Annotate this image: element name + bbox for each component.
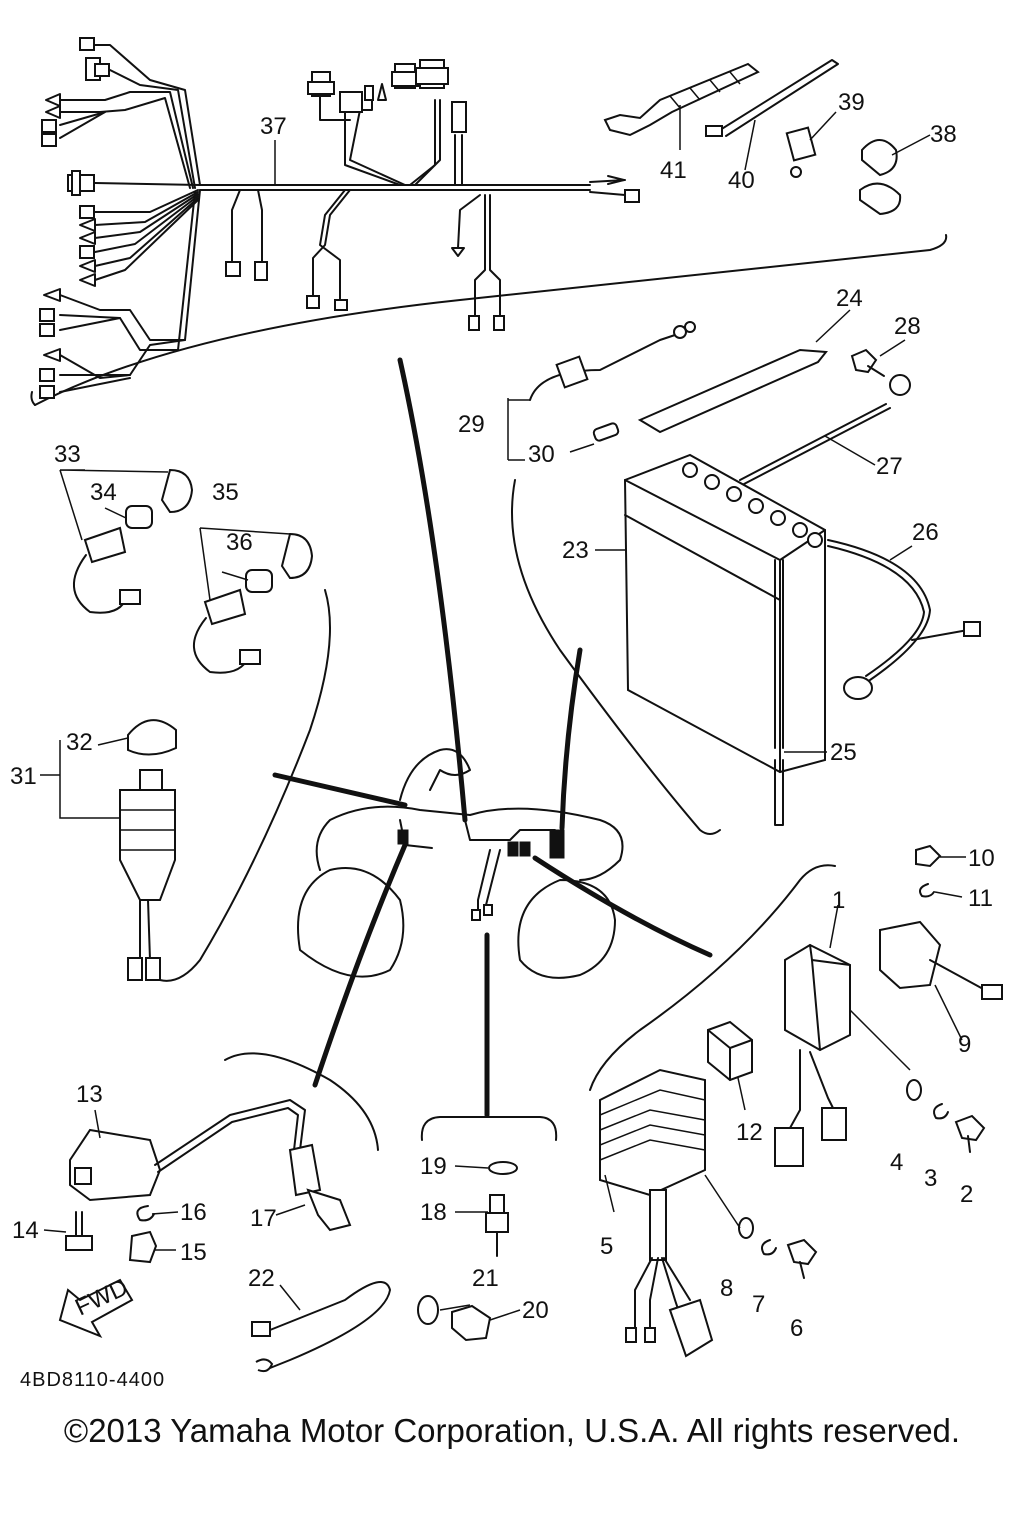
part-40-cable-tie xyxy=(705,59,839,137)
label-30: 30 xyxy=(528,441,555,468)
copyright-notice: ©2013 Yamaha Motor Corporation, U.S.A. A… xyxy=(63,1412,961,1449)
label-35: 35 xyxy=(212,479,239,506)
part-11-washer xyxy=(919,883,935,898)
label-38: 38 xyxy=(930,121,957,148)
label-2: 2 xyxy=(960,1181,973,1208)
part-33-cap-lead xyxy=(72,468,194,614)
label-39: 39 xyxy=(838,89,865,116)
part-15-bolt xyxy=(128,1230,158,1264)
part-30-fuse xyxy=(592,422,620,442)
part-14-bolt xyxy=(65,1211,93,1251)
part-13-ignition-coil xyxy=(69,1099,306,1202)
part-21-washer xyxy=(417,1295,439,1325)
label-19: 19 xyxy=(420,1153,447,1180)
label-22: 22 xyxy=(248,1265,275,1292)
label-6: 6 xyxy=(790,1315,803,1342)
part-28-bolt xyxy=(850,348,885,377)
part-19-washer xyxy=(488,1161,518,1175)
label-37: 37 xyxy=(260,113,287,140)
label-33: 33 xyxy=(54,441,81,468)
label-13: 13 xyxy=(76,1081,103,1108)
label-9: 9 xyxy=(958,1031,971,1058)
label-41: 41 xyxy=(660,157,687,184)
part-41-strap xyxy=(603,62,760,137)
label-23: 23 xyxy=(562,537,589,564)
label-26: 26 xyxy=(912,519,939,546)
part-29-fuse-holder xyxy=(529,321,696,401)
label-11: 11 xyxy=(968,885,993,912)
label-8: 8 xyxy=(720,1275,733,1302)
label-16: 16 xyxy=(180,1199,207,1226)
part-39-clip xyxy=(785,126,817,178)
part-25-breather-hose xyxy=(774,559,784,826)
label-17: 17 xyxy=(250,1205,277,1232)
part-31-main-switch xyxy=(119,769,176,981)
small-hardware-2-8 xyxy=(738,1079,986,1279)
label-12: 12 xyxy=(736,1119,763,1146)
label-15: 15 xyxy=(180,1239,207,1266)
harness-connectors xyxy=(39,37,640,399)
part-16-washer xyxy=(136,1205,155,1222)
label-4: 4 xyxy=(890,1149,903,1176)
part-17-plug-cap xyxy=(288,1143,352,1232)
leader-arrows xyxy=(272,357,713,1118)
label-3: 3 xyxy=(924,1165,937,1192)
label-31: 31 xyxy=(10,763,37,790)
section-dividers xyxy=(30,234,948,1151)
label-24: 24 xyxy=(836,285,863,312)
part-26-lead xyxy=(827,539,981,700)
wire-harness xyxy=(59,44,626,393)
label-1: 1 xyxy=(832,887,845,914)
part-18-spark-plug xyxy=(485,1194,509,1257)
label-18: 18 xyxy=(420,1199,447,1226)
diagram-code: 4BD8110-4400 xyxy=(20,1369,165,1391)
label-28: 28 xyxy=(894,313,921,340)
part-5-rectifier xyxy=(599,1068,714,1358)
label-5: 5 xyxy=(600,1233,613,1260)
leader-lines xyxy=(40,105,966,1321)
label-29: 29 xyxy=(458,411,485,438)
label-36: 36 xyxy=(226,529,253,556)
label-32: 32 xyxy=(66,729,93,756)
label-27: 27 xyxy=(876,453,903,480)
label-21: 21 xyxy=(472,1265,499,1292)
label-20: 20 xyxy=(522,1297,549,1324)
label-25: 25 xyxy=(830,739,857,766)
part-27-lead xyxy=(739,374,911,485)
part-38-clamp xyxy=(859,139,902,216)
part-12-relay xyxy=(707,1020,753,1082)
label-14: 14 xyxy=(12,1217,39,1244)
part-22-lead xyxy=(251,1281,391,1373)
part-9-unit xyxy=(879,920,1003,1000)
label-40: 40 xyxy=(728,167,755,194)
part-10-nut xyxy=(915,844,942,868)
part-20-plug xyxy=(451,1304,492,1342)
part-32-knob xyxy=(127,719,177,756)
part-1-cdi xyxy=(774,943,851,1167)
part-23-battery xyxy=(623,453,826,774)
label-7: 7 xyxy=(752,1291,765,1318)
part-35-cap-lead xyxy=(192,532,314,674)
part-labels: 1 2 3 4 5 6 7 8 9 10 11 12 13 14 15 16 1… xyxy=(10,89,995,1342)
part-24-strap xyxy=(637,348,828,434)
fwd-arrow: FWD xyxy=(58,1274,134,1338)
label-34: 34 xyxy=(90,479,117,506)
label-10: 10 xyxy=(968,845,995,872)
